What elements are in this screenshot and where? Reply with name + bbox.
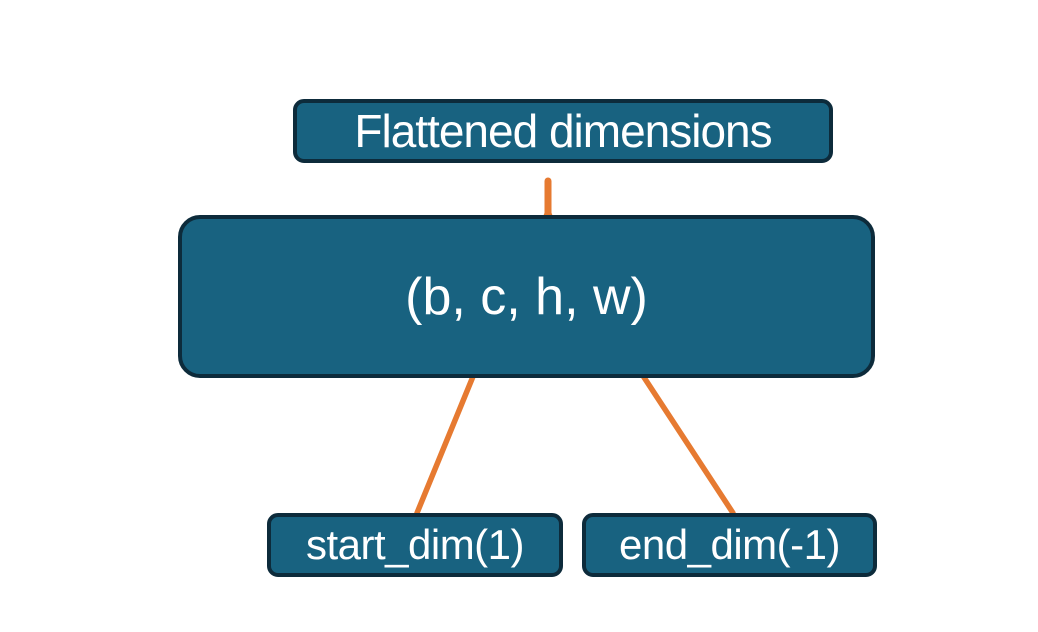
- flattened-dimensions-label: Flattened dimensions: [354, 105, 772, 157]
- end-dim-label: end_dim(-1): [619, 521, 840, 568]
- node-start-dim: start_dim(1): [267, 513, 563, 577]
- start-dim-label: start_dim(1): [305, 521, 525, 568]
- node-tensor-shape: (b, c, h, w): [178, 215, 875, 378]
- node-flattened-dimensions: Flattened dimensions: [293, 99, 833, 163]
- tensor-shape-label: (b, c, h, w): [405, 267, 648, 326]
- node-end-dim: end_dim(-1): [582, 513, 877, 577]
